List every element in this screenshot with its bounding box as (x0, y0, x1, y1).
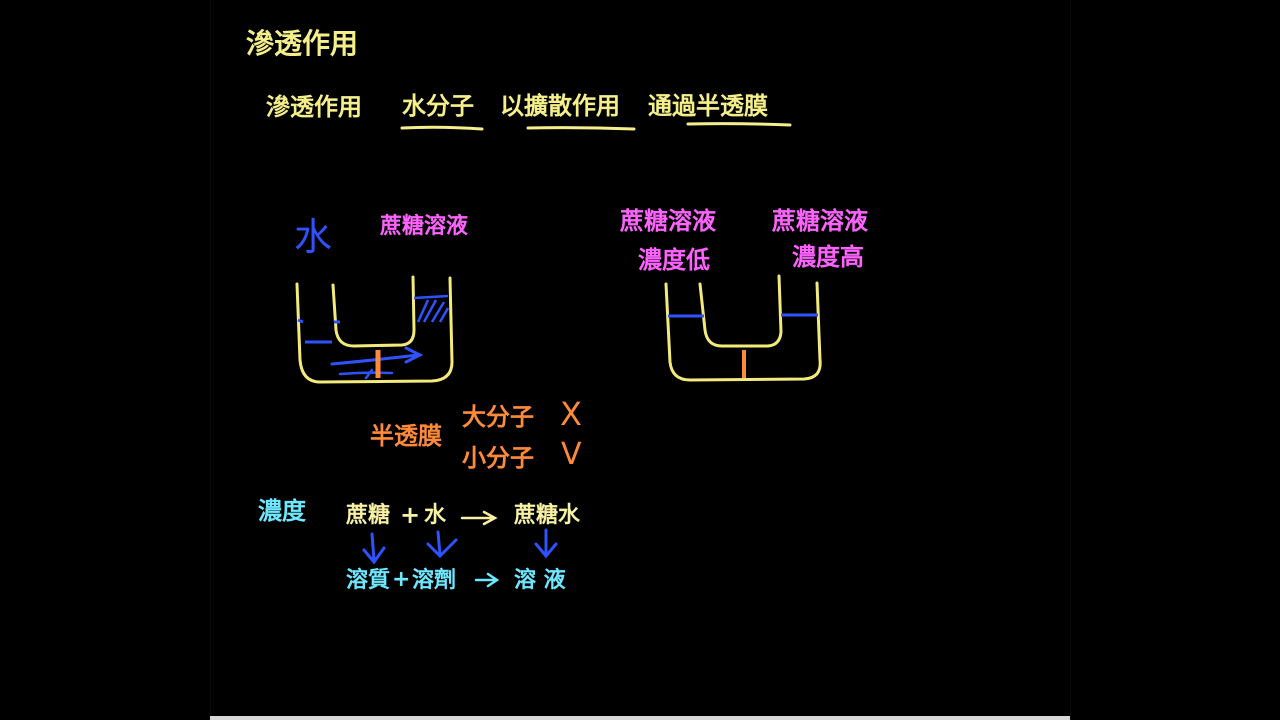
left-water-level (297, 318, 340, 324)
right-low-solution-label: 蔗糖溶液 (620, 207, 716, 235)
small-molecule-mark: V (561, 437, 582, 472)
equation-solute-plus: + (392, 567, 411, 592)
right-low-concentration-label: 濃度低 (638, 246, 710, 274)
right-high-concentration-label: 濃度高 (792, 243, 864, 271)
large-molecule-label: 大分子 (462, 403, 534, 431)
definition-term: 滲透作用 (266, 93, 362, 121)
large-molecule-mark: X (560, 395, 582, 433)
board-left-edge (210, 0, 211, 720)
small-molecule-label: 小分子 (462, 444, 534, 472)
left-u-tube (295, 275, 454, 384)
underline-diffusion (526, 126, 636, 131)
equation-solute: 溶質 (346, 568, 391, 593)
equation-plus: + (400, 501, 421, 529)
equation-sugar-water: 蔗糖水 (514, 503, 581, 528)
equation-solvent: 溶劑 (412, 568, 457, 593)
yellow-arrow (460, 510, 498, 526)
left-solution-label: 蔗糖溶液 (380, 214, 469, 239)
left-hatched-rise (413, 294, 450, 323)
down-arrows (362, 528, 558, 565)
left-flow-arrow-2 (338, 368, 394, 380)
underline-water-molecule (400, 125, 484, 131)
definition-diffusion: 以擴散作用 (500, 92, 620, 120)
membrane-label: 半透膜 (370, 422, 442, 450)
definition-water-molecule: 水分子 (402, 92, 474, 120)
right-high-solution-label: 蔗糖溶液 (772, 207, 868, 235)
definition-semipermeable: 通過半透膜 (648, 92, 768, 120)
board-bottom-edge (210, 716, 1070, 720)
cyan-arrow (474, 572, 500, 588)
board-right-edge (1070, 0, 1071, 720)
concentration-label: 濃度 (258, 497, 306, 525)
right-u-tube (664, 274, 822, 382)
equation-sugar: 蔗糖 (346, 503, 391, 528)
underline-semipermeable (686, 122, 792, 127)
equation-water: 水 (424, 503, 447, 528)
page-title: 滲透作用 (246, 27, 359, 60)
water-label: 水 (294, 215, 333, 259)
equation-solution: 溶 液 (514, 568, 566, 593)
